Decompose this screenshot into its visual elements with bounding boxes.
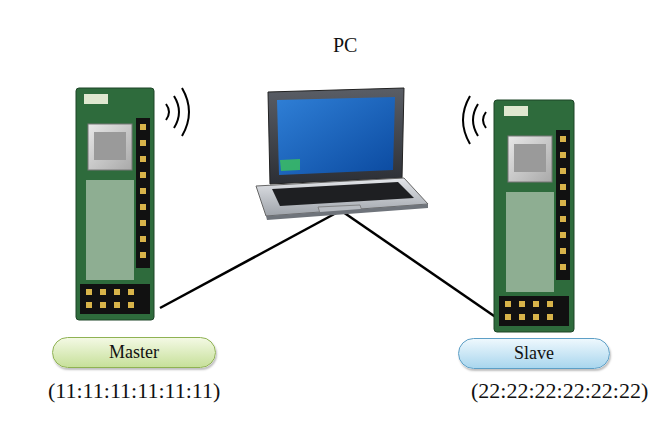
rf-module — [494, 100, 574, 332]
rf-module — [76, 88, 154, 320]
laptop-icon — [256, 88, 428, 220]
wireless-waves — [166, 88, 486, 144]
role-pill: Master — [52, 337, 216, 368]
role-pill: Slave — [458, 338, 610, 369]
mac-address: (22:22:22:22:22:22) — [471, 378, 648, 404]
mac-address: (11:11:11:11:11:11) — [48, 378, 220, 404]
role-label: Slave — [514, 343, 554, 364]
cable-lines — [160, 212, 497, 318]
device-caption: PC — [333, 34, 357, 57]
role-label: Master — [109, 342, 159, 363]
